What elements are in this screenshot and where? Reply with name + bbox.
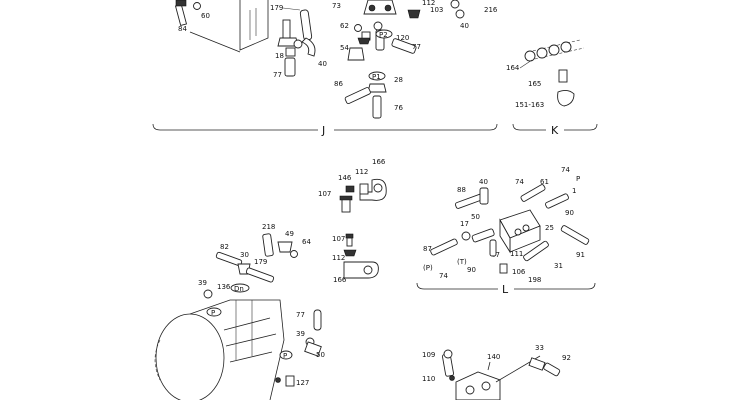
label: 120 — [396, 34, 409, 42]
label: 136 — [217, 283, 231, 291]
label: 109 — [422, 351, 435, 359]
label: 91 — [576, 251, 585, 259]
bottom-valve: 109 110 140 33 92 — [422, 344, 571, 400]
label: 77 — [412, 43, 421, 51]
port-p1: P1 28 86 76 — [334, 71, 403, 119]
label: 88 — [457, 186, 466, 194]
label: 179 — [270, 4, 283, 12]
label: 40 — [460, 22, 469, 30]
section-j-bracket: J — [152, 123, 498, 137]
bolt-84: 60 84 — [174, 0, 210, 33]
label: 33 — [535, 344, 544, 352]
section-label-l: L — [502, 283, 509, 296]
pump-assembly — [154, 299, 285, 400]
label: 50 — [316, 351, 325, 359]
label: 112 — [332, 254, 345, 262]
label: 92 — [562, 354, 571, 362]
svg-text:P2: P2 — [379, 31, 388, 39]
label: P1 — [372, 73, 381, 81]
label: 164 — [506, 64, 520, 72]
section-l-block: 25 88 40 74 74 P 61 1 90 17 50 87 47 111… — [416, 166, 596, 296]
label: 90 — [565, 209, 574, 217]
label: 111 — [510, 250, 523, 258]
label: 151-163 — [515, 101, 544, 109]
label: 110 — [422, 375, 435, 383]
label: 198 — [528, 276, 541, 284]
label: 18 — [275, 52, 284, 60]
section-k: 164 165 151-163 K — [506, 39, 598, 137]
label: 82 — [220, 243, 229, 251]
label: 74 — [561, 166, 570, 174]
label: 54 — [340, 44, 349, 52]
label: 86 — [334, 80, 343, 88]
label: 31 — [554, 262, 563, 270]
label: 87 — [423, 245, 432, 253]
fittings-lower-left: 218 49 64 82 30 179 39 136 Dn P 77 39 P … — [198, 223, 325, 387]
fittings-top-right: 112 103 216 40 — [407, 0, 498, 30]
label: 107 — [332, 235, 345, 243]
label: 39 — [296, 330, 305, 338]
label: 62 — [340, 22, 349, 30]
label: 74 — [439, 272, 448, 280]
label: 84 — [178, 25, 187, 33]
label: 166 — [372, 158, 386, 166]
label: 40 — [479, 178, 488, 186]
label: 73 — [332, 2, 341, 10]
label: 30 — [240, 251, 249, 259]
label: 50 — [471, 213, 480, 221]
label: 216 — [484, 6, 498, 14]
port-p2: P2 120 77 — [375, 29, 421, 54]
label: 107 — [318, 190, 331, 198]
label: 127 — [296, 379, 309, 387]
label: 64 — [302, 238, 311, 246]
label: Dn — [234, 285, 244, 293]
label: 76 — [394, 104, 403, 112]
label: 74 — [515, 178, 524, 186]
label: 103 — [430, 6, 443, 14]
label: 218 — [262, 223, 275, 231]
label: 165 — [528, 80, 541, 88]
engine-outline — [189, 0, 269, 53]
label: (P) — [423, 264, 433, 272]
label: 17 — [460, 220, 469, 228]
label: P — [576, 175, 580, 183]
label: 112 — [355, 168, 368, 176]
label: 40 — [318, 60, 327, 68]
label: 25 — [545, 224, 554, 232]
label: 60 — [201, 12, 210, 20]
label: 140 — [487, 353, 500, 361]
label: 146 — [338, 174, 352, 182]
label: 77 — [296, 311, 305, 319]
clamp-upper: 166 146 112 107 — [318, 158, 387, 213]
fitting-stack-18: 18 40 77 — [273, 19, 327, 79]
label: 39 — [198, 279, 207, 287]
label: 166 — [333, 276, 347, 284]
label: 106 — [512, 268, 526, 276]
label: 179 — [254, 258, 267, 266]
label: 1 — [572, 187, 576, 195]
center-block: 73 62 54 — [332, 0, 397, 61]
clamp-lower: 107 112 166 — [332, 233, 379, 284]
fitting-179: 179 — [270, 4, 316, 57]
label: 49 — [285, 230, 294, 238]
label: 61 — [540, 178, 549, 186]
label: 77 — [273, 71, 282, 79]
section-label-j: J — [321, 124, 325, 137]
label: 90 — [467, 266, 476, 274]
section-label-k: K — [551, 124, 559, 137]
label: P — [211, 309, 215, 317]
label: (T) — [457, 258, 467, 266]
label: 112 — [422, 0, 435, 7]
label: 28 — [394, 76, 403, 84]
label: P — [283, 352, 287, 360]
